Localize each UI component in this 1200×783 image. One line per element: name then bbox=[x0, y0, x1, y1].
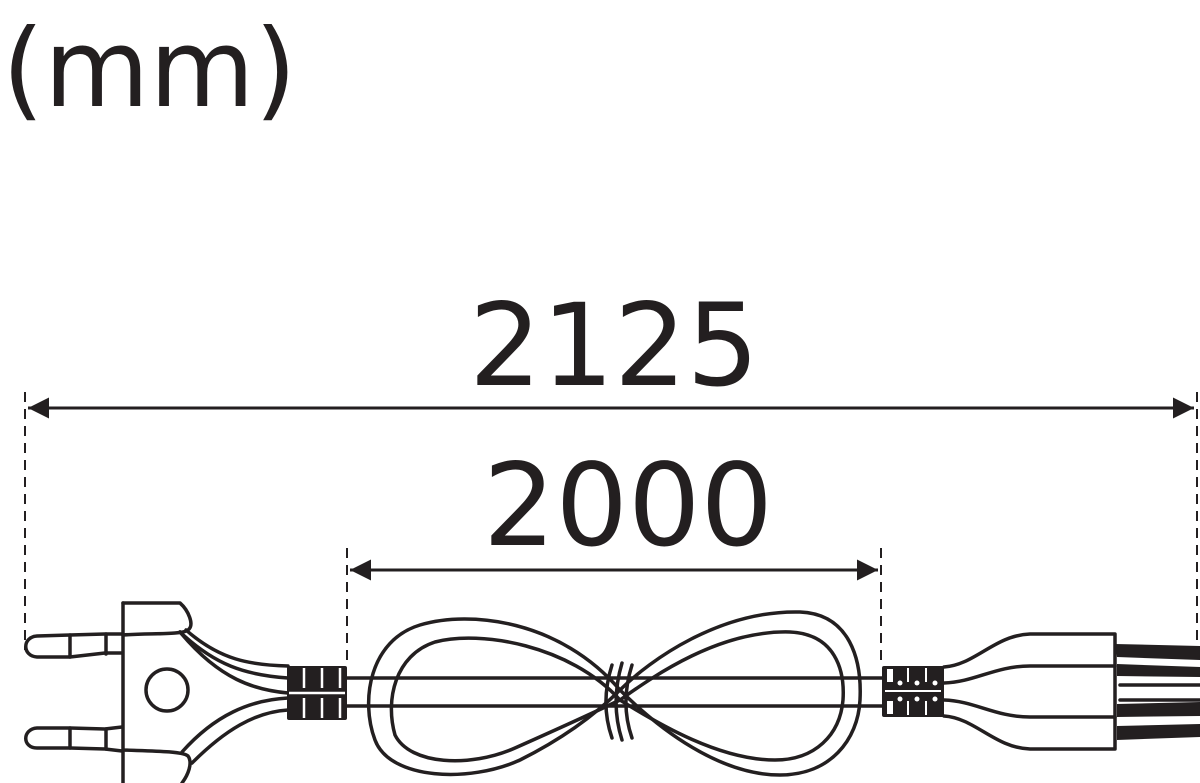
euro-plug-icon bbox=[24, 601, 347, 783]
coiled-cable-icon bbox=[345, 610, 884, 777]
iec-connector-icon bbox=[882, 632, 1200, 751]
cable-length-label: 2000 bbox=[483, 439, 773, 572]
overall-length-label: 2125 bbox=[469, 279, 759, 412]
overall-dimension: 2125 bbox=[24, 279, 1198, 650]
cable-dimension: 2000 bbox=[346, 439, 882, 665]
unit-label: (mm) bbox=[2, 7, 297, 132]
